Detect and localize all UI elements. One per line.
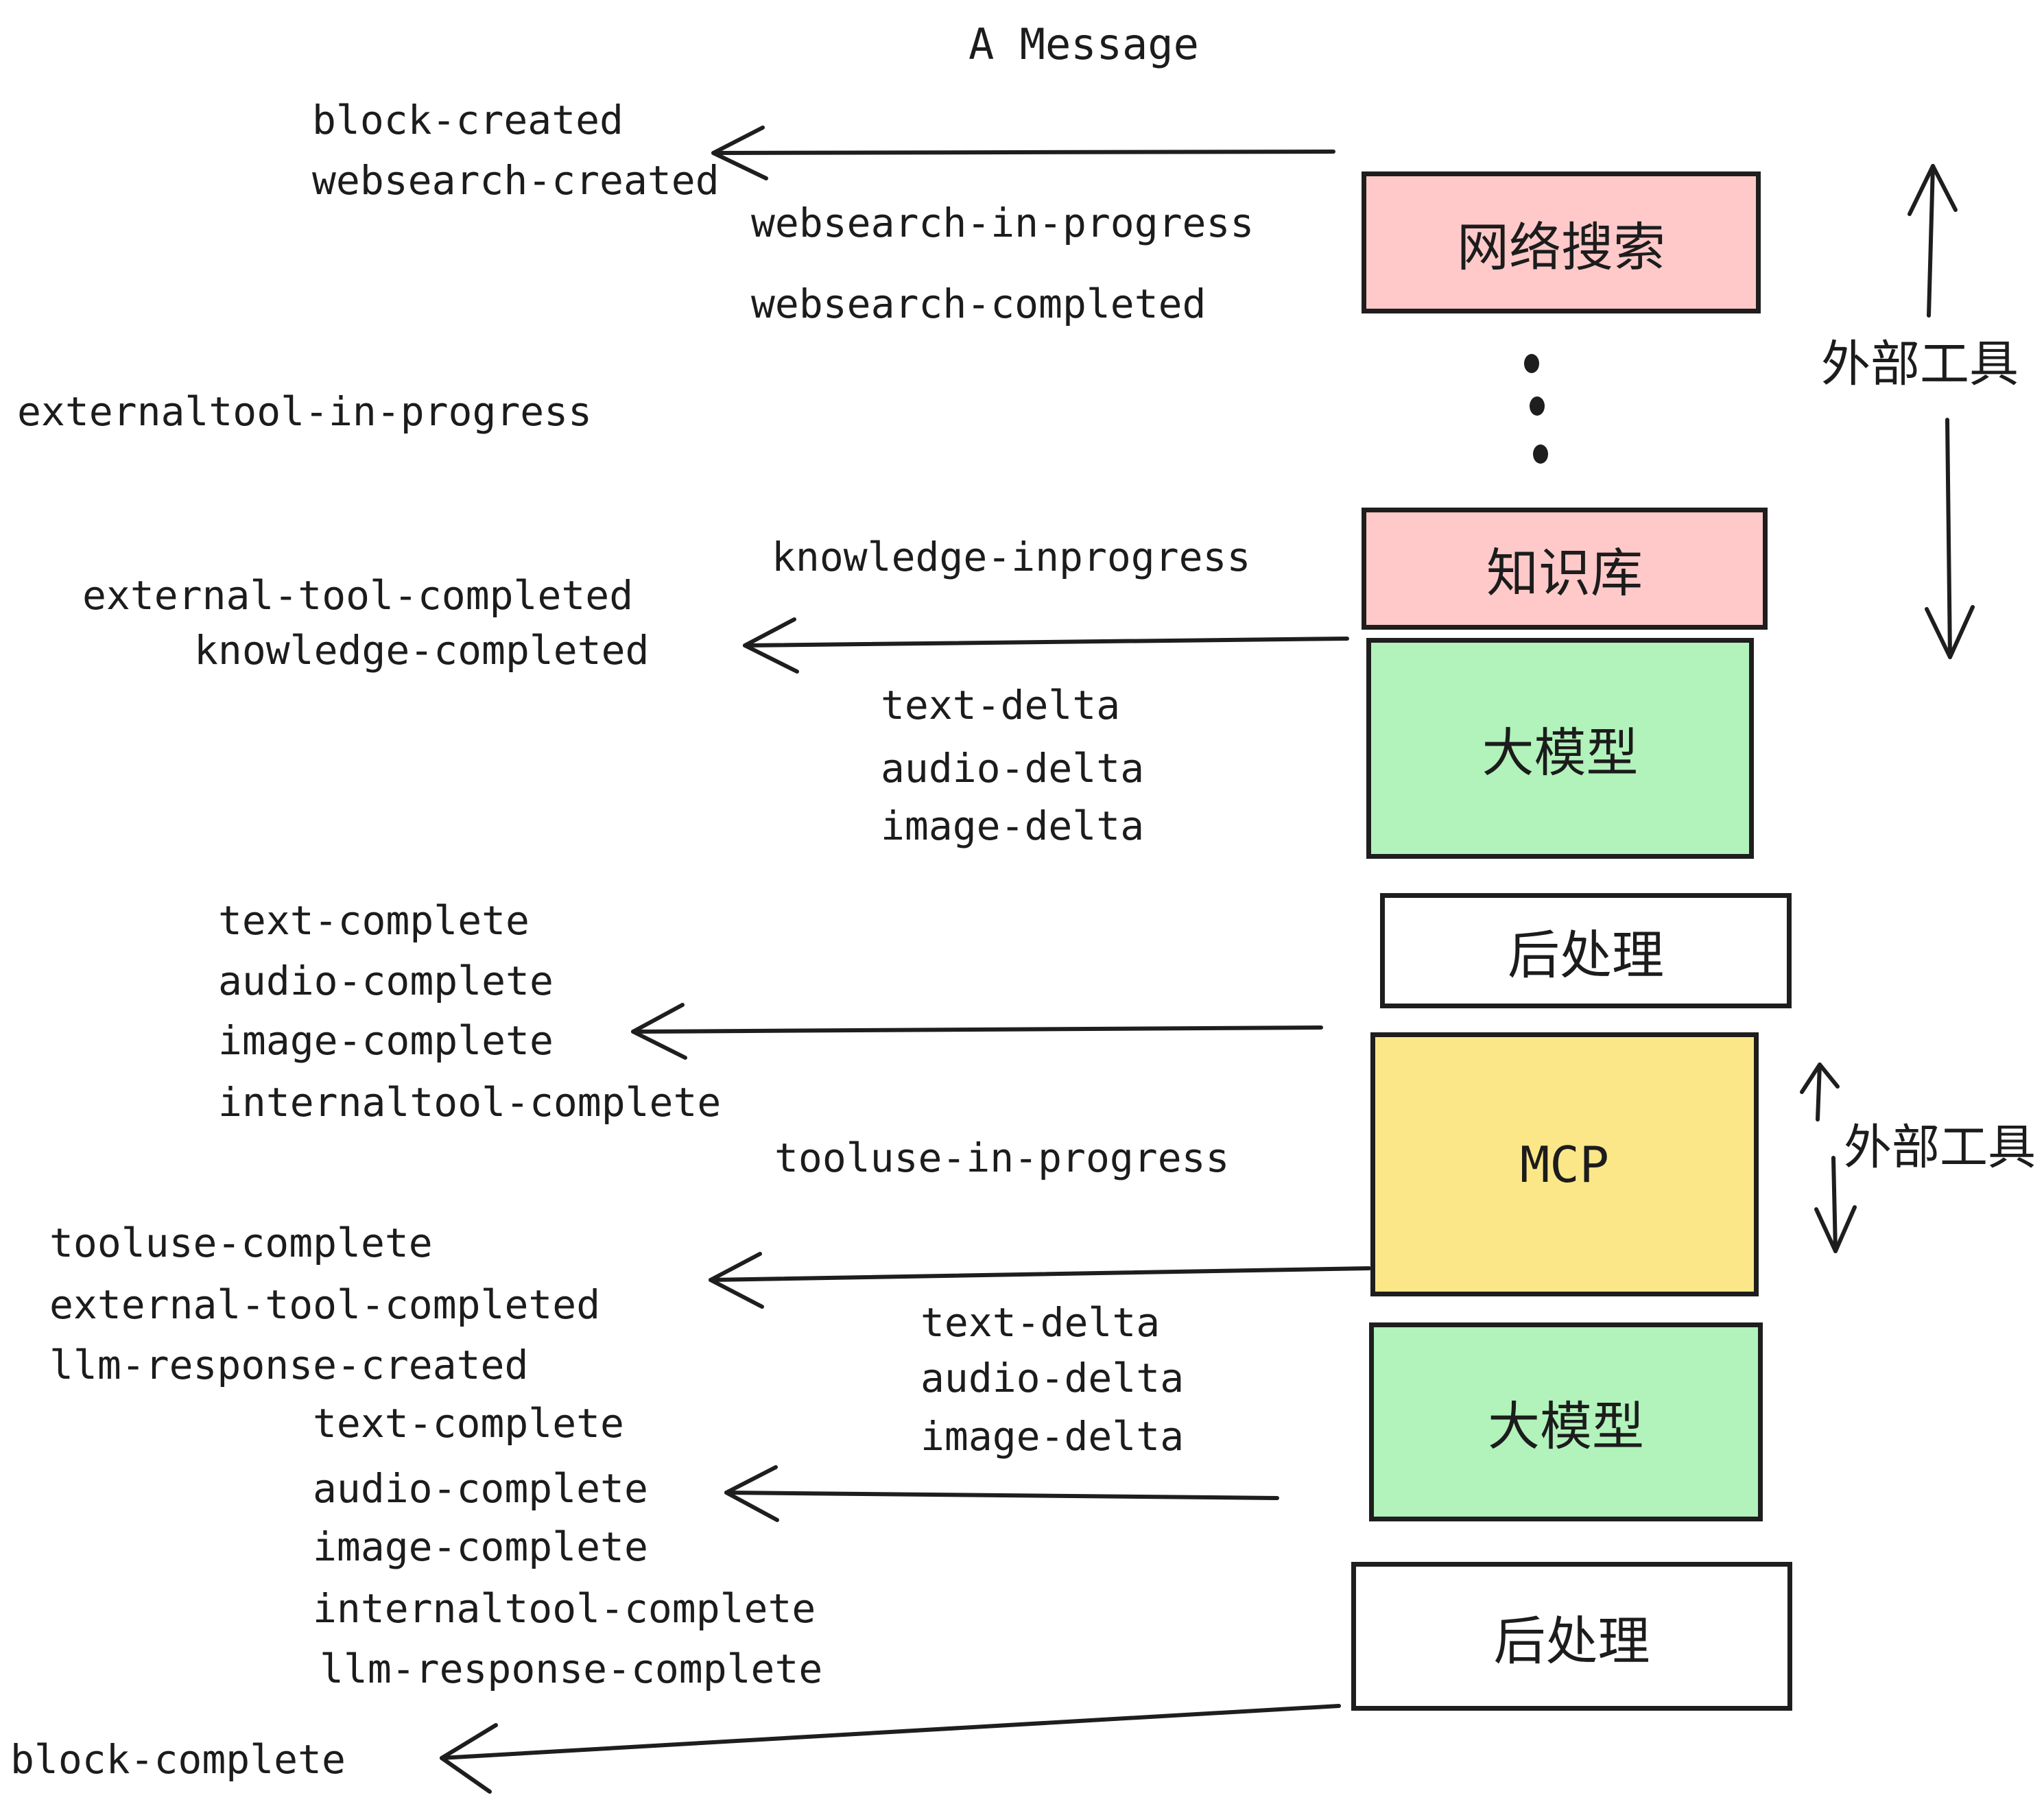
event-label-knowledge-inprogress: knowledge-inprogress [772,534,1251,580]
diagram-title: A Message [968,19,1199,69]
box-post-2-label: 后处理 [1493,1610,1650,1672]
event-label-audio-delta-1: audio-delta [881,745,1145,792]
event-label-image-delta-2: image-delta [920,1413,1185,1460]
event-label-image-complete-1: image-complete [218,1017,554,1064]
event-label-internaltool-complete-2: internaltool-complete [313,1585,816,1632]
box-post-1: 后处理 [1380,893,1792,1008]
box-post-1-label: 后处理 [1508,925,1664,986]
event-label-websearch-created: websearch-created [312,157,720,204]
box-post-2: 后处理 [1351,1562,1792,1711]
event-label-knowledge-completed: knowledge-completed [194,627,650,674]
box-websearch: 网络搜索 [1362,171,1761,313]
event-label-audio-complete-2: audio-complete [313,1465,648,1512]
vertical-ellipsis-dots [1524,354,1548,464]
box-mcp-label: MCP [1519,1135,1610,1194]
event-label-llm-response-created: llm-response-created [49,1342,529,1388]
event-label-internaltool-complete-1: internaltool-complete [218,1079,722,1126]
external-tool-mcp-up-arrow [1800,1063,1840,1121]
arrow-to-image-complete [631,1003,1323,1060]
event-label-tooluse-in-progress: tooluse-in-progress [774,1135,1230,1181]
event-label-image-complete-2: image-complete [313,1523,648,1570]
event-label-audio-complete-1: audio-complete [218,958,554,1004]
event-label-text-complete-1: text-complete [218,897,530,944]
arrow-to-block-complete [440,1704,1341,1794]
event-label-websearch-in-progress: websearch-in-progress [751,200,1255,246]
event-label-llm-response-complete: llm-response-complete [320,1646,823,1692]
box-llm-1: 大模型 [1366,638,1754,859]
box-websearch-label: 网络搜索 [1457,216,1665,278]
event-label-text-delta-2: text-delta [920,1299,1161,1346]
box-mcp: MCP [1370,1032,1759,1296]
arrow-to-block-created [711,126,1335,180]
box-knowledge: 知识库 [1362,508,1768,630]
box-knowledge-label: 知识库 [1486,543,1643,604]
box-llm-2: 大模型 [1369,1322,1763,1521]
box-llm-2-label: 大模型 [1488,1396,1644,1457]
box-llm-1-label: 大模型 [1482,722,1639,783]
arrow-to-audio-complete [724,1465,1279,1522]
event-label-text-complete-2: text-complete [313,1400,624,1447]
event-label-external-tool-completed-2: external-tool-completed [49,1281,601,1328]
event-label-text-delta-1: text-delta [881,682,1121,728]
event-label-block-complete: block-complete [10,1736,346,1783]
event-label-image-delta-1: image-delta [881,803,1145,849]
event-label-tooluse-complete: tooluse-complete [49,1220,433,1266]
annotation-external-tool-top: 外部工具 [1821,335,2019,393]
event-label-block-created: block-created [312,97,623,143]
arrow-to-knowledge-completed [743,617,1349,674]
annotation-external-tool-mcp: 外部工具 [1844,1119,2036,1176]
event-label-externaltool-in-progress: externaltool-in-progress [17,388,593,435]
external-tool-top-down-arrow [1925,418,1975,659]
external-tool-top-up-arrow [1908,164,1958,318]
event-label-audio-delta-2: audio-delta [920,1355,1185,1401]
event-label-external-tool-completed-1: external-tool-completed [82,572,634,619]
event-label-websearch-completed: websearch-completed [751,281,1207,327]
